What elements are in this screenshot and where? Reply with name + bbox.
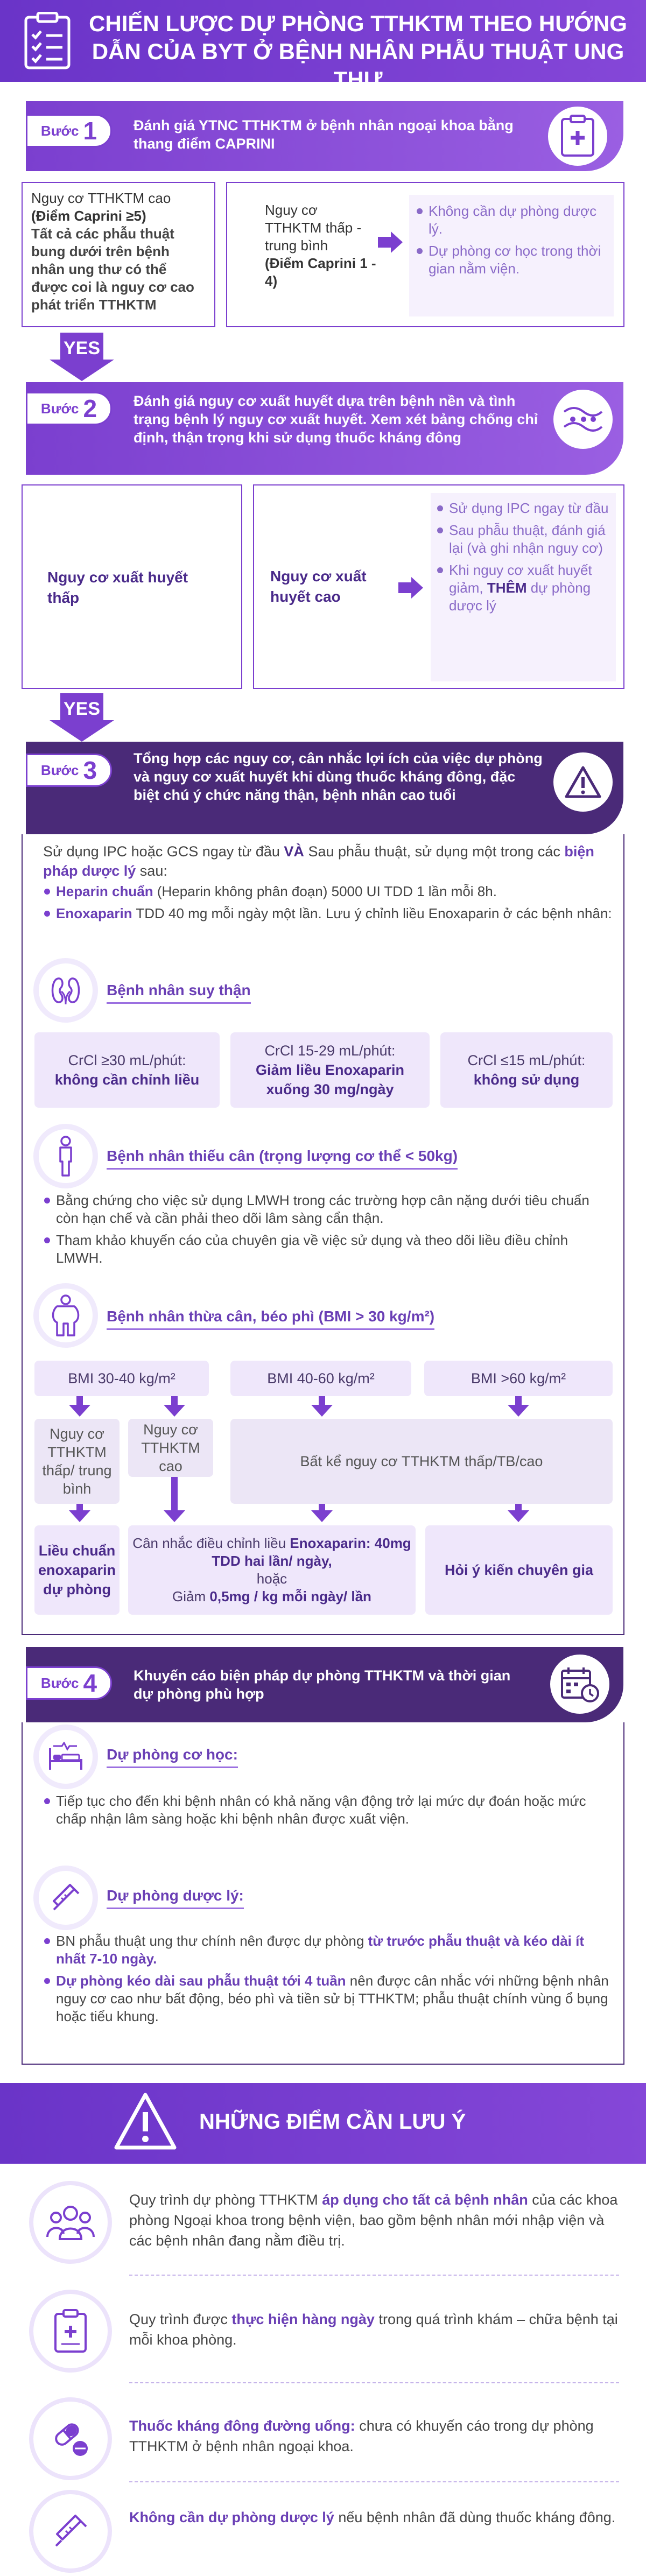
page-title: CHIẾN LƯỢC DỰ PHÒNG TTHKTM THEO HƯỚNG DẪ… [89, 11, 627, 92]
step2-low-bleeding-box: Nguy cơ xuất huyết thấp [22, 484, 242, 689]
step2-high-list: Sử dụng IPC ngay từ đầu Sau phẫu thuật, … [436, 499, 610, 615]
thin-person-icon [39, 1129, 93, 1183]
yes-label-2: YES [63, 699, 101, 719]
bmi-40-60: BMI 40-60 kg/m² [230, 1361, 411, 1396]
step1-high-risk-box: Nguy cơ TTHKTM cao (Điểm Caprini ≥5) Tất… [22, 182, 215, 327]
step3-intro: Sử dụng IPC hoặc GCS ngay từ đầu VÀ Sau … [43, 843, 594, 879]
notes-title: NHỮNG ĐIỂM CẦN LƯU Ý [199, 2110, 466, 2134]
yes-label-1: YES [63, 338, 101, 358]
notes-header: NHỮNG ĐIỂM CẦN LƯU Ý [0, 2083, 646, 2164]
renal-crcl-30: CrCl ≥30 mL/phút:không cần chỉnh liều [34, 1032, 220, 1108]
yes-arrow-2 [50, 693, 114, 742]
step1-low-risk-box: Nguy cơ TTHKTM thấp - trung bình (Điểm C… [226, 182, 624, 327]
note-1: Quy trình dự phòng TTHKTM áp dụng cho tấ… [129, 2192, 618, 2249]
step1-title: Đánh giá YTNC TTHKTM ở bệnh nhân ngoại k… [134, 117, 514, 152]
underweight-list: Bằng chứng cho việc sử dụng LMWH trong c… [43, 1192, 614, 1271]
obese-risk-high: Nguy cơ TTHKTM cao [128, 1419, 213, 1477]
step2-high-bleeding-box: Nguy cơ xuất huyết cao Sử dụng IPC ngay … [253, 484, 624, 689]
checklist-icon [23, 11, 72, 70]
pharmacologic-list: BN phẫu thuật ung thư chính nên được dự … [43, 1932, 614, 2030]
renal-crcl-15-29: CrCl 15-29 mL/phút:Giảm liều Enoxaparin … [230, 1032, 430, 1108]
pills-icon [33, 2402, 108, 2476]
syringe-icon [39, 1871, 93, 1925]
note-2: Quy trình được thực hiện hàng ngày trong… [129, 2311, 618, 2348]
kidney-icon [39, 963, 93, 1017]
bmi-60: BMI >60 kg/m² [424, 1361, 613, 1396]
renal-title: Bệnh nhân suy thận [107, 982, 251, 1004]
underweight-title: Bệnh nhân thiếu cân (trọng lượng cơ thể … [107, 1148, 458, 1170]
step3-content-panel [22, 834, 624, 1635]
obese-title: Bệnh nhân thừa cân, béo phì (BMI > 30 kg… [107, 1308, 435, 1330]
medical-clipboard-icon [548, 107, 607, 166]
obese-person-icon [39, 1289, 93, 1342]
step1-low-list: Không cần dự phòng dược lý. Dự phòng cơ … [416, 202, 607, 278]
people-group-icon [33, 2185, 108, 2260]
pharmacologic-title: Dự phòng dược lý: [107, 1887, 244, 1909]
arrow-right-icon [398, 577, 423, 599]
step4-title: Khuyến cáo biện pháp dự phòng TTHKTM và … [134, 1667, 511, 1702]
obese-risk-any: Bất kể nguy cơ TTHKTM thấp/TB/cao [230, 1419, 613, 1504]
arrow-right-icon [378, 231, 403, 253]
mechanical-title: Dự phòng cơ học: [107, 1746, 238, 1768]
obese-risk-low: Nguy cơ TTHKTM thấp/ trung bình [34, 1419, 120, 1504]
calendar-clock-icon [550, 1655, 609, 1714]
step2-title: Đánh giá nguy cơ xuất huyết dựa trên bện… [134, 393, 538, 446]
mechanical-list: Tiếp tục cho đến khi bệnh nhân có khả nă… [43, 1792, 614, 1832]
yes-arrow-1 [50, 333, 114, 381]
syringe-icon [33, 2494, 108, 2568]
obese-dose-adjust: Cân nhắc điều chỉnh liều Enoxaparin: 40m… [128, 1525, 416, 1615]
clipboard-plus-icon [33, 2294, 108, 2368]
exclamation-triangle-icon [113, 2091, 178, 2155]
obese-dose-expert: Hỏi ý kiến chuyên gia [425, 1525, 613, 1615]
page-header: CHIẾN LƯỢC DỰ PHÒNG TTHKTM THEO HƯỚNG DẪ… [0, 0, 646, 92]
blood-vessel-icon [553, 390, 613, 449]
bmi-30-40: BMI 30-40 kg/m² [34, 1361, 209, 1396]
warning-triangle-icon [553, 752, 613, 812]
renal-crcl-15: CrCl ≤15 mL/phút:không sử dụng [440, 1032, 613, 1108]
step4-content-panel [22, 1722, 624, 2065]
step3-drug-list: Heparin chuẩn (Heparin không phân đoạn) … [43, 883, 614, 927]
hospital-bed-icon [39, 1730, 93, 1784]
note-4: Không cần dự phòng dược lý nếu bệnh nhân… [129, 2509, 616, 2525]
note-3: Thuốc kháng đông đường uống: chưa có khu… [129, 2418, 594, 2454]
obese-dose-standard: Liều chuẩn enoxaparin dự phòng [34, 1525, 120, 1615]
step3-title: Tổng hợp các nguy cơ, cân nhắc lợi ích c… [134, 750, 543, 803]
